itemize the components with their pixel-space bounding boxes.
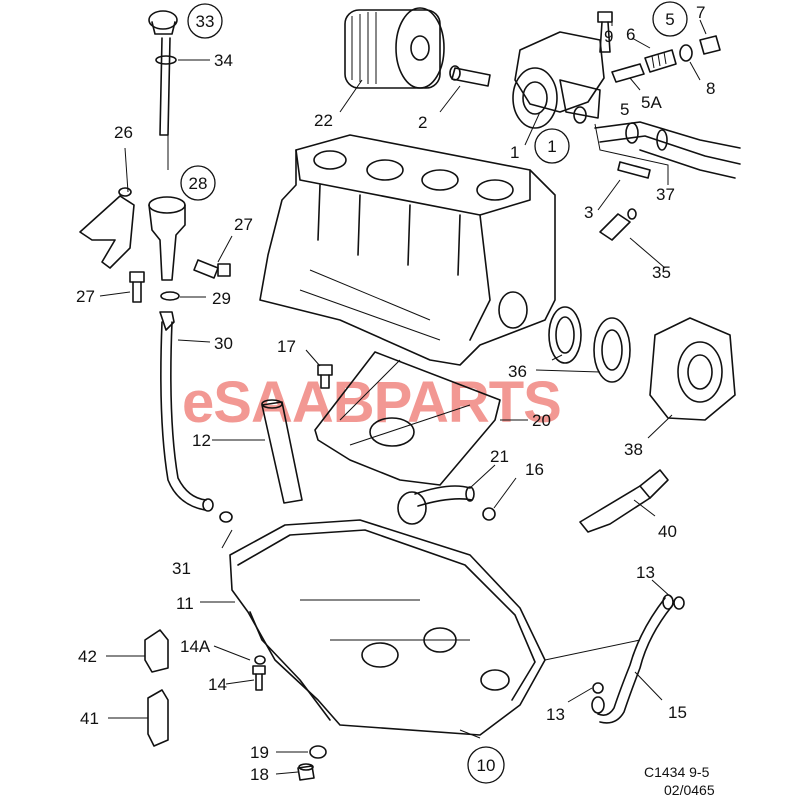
bolt-17 bbox=[317, 364, 333, 389]
label-1: 1 bbox=[510, 143, 519, 162]
seal-13-top bbox=[673, 596, 685, 610]
label-12: 12 bbox=[192, 431, 211, 450]
stud-2 bbox=[449, 65, 491, 87]
oil-pump-gears bbox=[548, 306, 631, 383]
label-16: 16 bbox=[525, 460, 544, 479]
label-circle-28: 28 bbox=[189, 174, 208, 193]
label-38: 38 bbox=[624, 440, 643, 459]
circle-28 bbox=[180, 165, 216, 201]
label-21: 21 bbox=[490, 447, 509, 466]
label-22: 22 bbox=[314, 111, 333, 130]
label-17: 17 bbox=[277, 337, 296, 356]
sensor-41 bbox=[147, 689, 169, 747]
label-30: 30 bbox=[214, 334, 233, 353]
label-5a: 5A bbox=[641, 93, 662, 112]
baffle-plate bbox=[314, 351, 501, 486]
valve-parts bbox=[611, 35, 721, 83]
engine-block bbox=[259, 134, 556, 366]
label-13-top: 13 bbox=[636, 563, 655, 582]
label-31: 31 bbox=[172, 559, 191, 578]
label-2: 2 bbox=[418, 113, 427, 132]
label-40: 40 bbox=[658, 522, 677, 541]
date-code: 02/0465 bbox=[664, 782, 715, 798]
label-18: 18 bbox=[250, 765, 269, 784]
oil-pan bbox=[229, 519, 546, 736]
filter-housing bbox=[512, 31, 605, 129]
label-26: 26 bbox=[114, 123, 133, 142]
figure-code: C1434 9-5 bbox=[644, 764, 710, 780]
seal-13-bottom bbox=[592, 682, 604, 694]
dipstick-tube-30 bbox=[159, 311, 214, 512]
bolt-27-right bbox=[193, 259, 231, 279]
label-35: 35 bbox=[652, 263, 671, 282]
stud-3 bbox=[617, 161, 651, 179]
label-6: 6 bbox=[626, 25, 635, 44]
dipstick bbox=[148, 10, 178, 136]
circle-5 bbox=[652, 1, 688, 37]
label-42: 42 bbox=[78, 647, 97, 666]
circled-labels: 33 28 5 1 10 bbox=[180, 1, 688, 784]
watermark: eSAABPARTS bbox=[182, 370, 561, 435]
oil-strainer bbox=[397, 485, 475, 525]
label-20: 20 bbox=[532, 411, 551, 430]
label-9: 9 bbox=[604, 27, 613, 46]
label-circle-1: 1 bbox=[547, 137, 556, 156]
label-circle-33: 33 bbox=[196, 12, 215, 31]
label-41: 41 bbox=[80, 709, 99, 728]
oring-29 bbox=[160, 291, 180, 301]
dipstick-tube-28 bbox=[148, 196, 186, 281]
bolt-14 bbox=[252, 665, 266, 691]
label-29: 29 bbox=[212, 289, 231, 308]
label-27-left: 27 bbox=[76, 287, 95, 306]
part-labels: 1 2 3 5 5A 6 7 8 9 11 12 13 13 14 14A 15… bbox=[76, 3, 715, 784]
bracket-26 bbox=[79, 187, 135, 269]
bolt-27-left bbox=[129, 271, 145, 303]
label-13-bottom: 13 bbox=[546, 705, 565, 724]
label-11: 11 bbox=[176, 594, 194, 613]
label-19: 19 bbox=[250, 743, 269, 762]
sensor-42 bbox=[144, 629, 169, 673]
drain-plug-18 bbox=[297, 763, 315, 781]
engine-parts-artwork bbox=[79, 7, 741, 781]
oring-31 bbox=[219, 511, 233, 523]
oil-cooler-pipes bbox=[594, 121, 741, 179]
pickup-tube-12 bbox=[261, 399, 303, 504]
label-34: 34 bbox=[214, 51, 233, 70]
oil-pump-cover bbox=[649, 317, 736, 421]
label-36: 36 bbox=[508, 362, 527, 381]
sensor-35 bbox=[599, 208, 637, 241]
label-8: 8 bbox=[706, 79, 715, 98]
label-circle-10: 10 bbox=[477, 756, 496, 775]
circle-33 bbox=[187, 3, 223, 39]
label-14: 14 bbox=[208, 675, 227, 694]
label-27-right: 27 bbox=[234, 215, 253, 234]
oil-filter bbox=[344, 7, 445, 89]
label-7: 7 bbox=[696, 3, 705, 22]
label-37: 37 bbox=[656, 185, 675, 204]
label-3: 3 bbox=[584, 203, 593, 222]
washer-19 bbox=[309, 745, 327, 759]
circle-10 bbox=[467, 746, 505, 784]
return-pipe bbox=[591, 594, 674, 724]
seal-16 bbox=[482, 507, 496, 521]
label-14a: 14A bbox=[180, 637, 211, 656]
leader-lines bbox=[99, 12, 707, 775]
sealant-tube bbox=[579, 469, 669, 533]
label-circle-5: 5 bbox=[665, 10, 674, 29]
circle-1 bbox=[534, 128, 570, 164]
washer-14a bbox=[254, 655, 266, 665]
label-15: 15 bbox=[668, 703, 687, 722]
label-5: 5 bbox=[620, 100, 629, 119]
